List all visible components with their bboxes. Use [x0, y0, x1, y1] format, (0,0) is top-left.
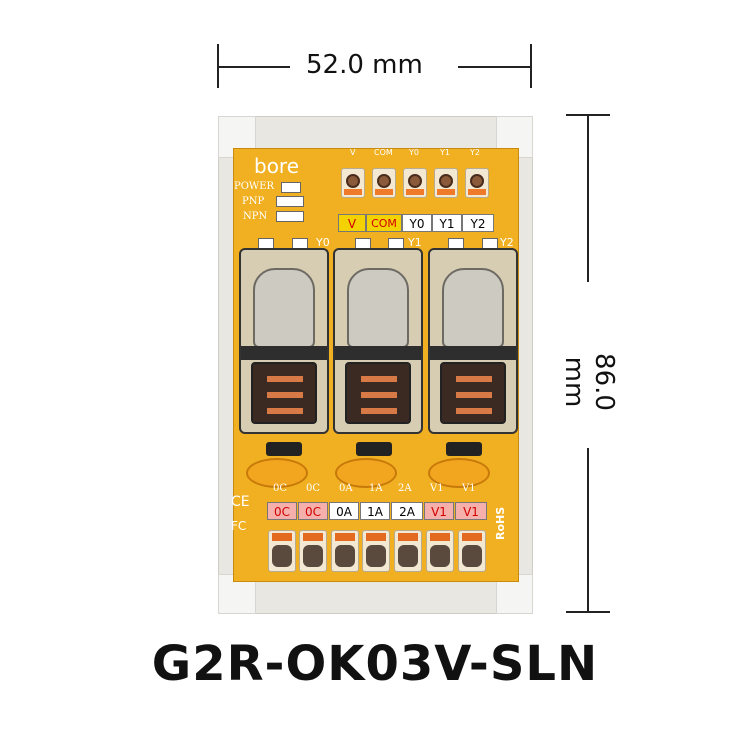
bottom-silk-2a: 2A — [398, 483, 412, 494]
relay-y1 — [333, 248, 423, 434]
release-lever[interactable] — [272, 533, 292, 541]
status-label-npn: NPN — [243, 211, 268, 222]
release-lever[interactable] — [430, 533, 450, 541]
wire-entry — [366, 545, 386, 567]
rohs-mark: RoHS — [494, 506, 507, 540]
relay-contacts — [251, 362, 317, 424]
release-lever[interactable] — [375, 189, 393, 195]
pnp-jumper — [276, 196, 304, 207]
model-name: G2R-OK03V-SLN — [151, 636, 599, 692]
bottom-terminal-label-0c-2: 0C — [298, 502, 328, 520]
npn-jumper — [276, 211, 304, 222]
bottom-silk-1a: 1A — [369, 483, 383, 494]
bottom-terminal-0c[interactable] — [268, 530, 296, 572]
bottom-terminal-0a[interactable] — [331, 530, 359, 572]
top-terminal-com[interactable] — [372, 168, 396, 198]
bottom-terminal-label-v1: V1 — [424, 502, 454, 520]
release-lever[interactable] — [335, 533, 355, 541]
diode-y1 — [356, 442, 392, 456]
varistor-y0 — [246, 458, 308, 488]
relay-divider — [241, 346, 327, 360]
top-silk-v: V — [350, 148, 356, 157]
status-label-power: POWER — [234, 181, 275, 192]
bottom-terminal-0c-2[interactable] — [299, 530, 327, 572]
bottom-terminal-2a[interactable] — [394, 530, 422, 572]
fc-mark: FC — [231, 519, 247, 533]
top-terminal-label-y2: Y2 — [462, 214, 494, 232]
top-silk-com: COM — [374, 148, 393, 157]
screw-icon — [439, 174, 453, 188]
top-terminal-label-com: COM — [366, 214, 402, 232]
top-terminal-label-y1: Y1 — [432, 214, 462, 232]
relay-contacts — [345, 362, 411, 424]
screw-icon — [346, 174, 360, 188]
varistor-y2 — [428, 458, 490, 488]
relay-y2 — [428, 248, 518, 434]
wire-entry — [272, 545, 292, 567]
relay-coil — [347, 268, 409, 348]
release-lever[interactable] — [462, 533, 482, 541]
relay-label-y0: Y0 — [316, 236, 330, 249]
relay-coil — [253, 268, 315, 348]
bottom-silk-v1-2: V1 — [462, 483, 476, 494]
diode-y0 — [266, 442, 302, 456]
bottom-terminal-v1[interactable] — [426, 530, 454, 572]
diode-y2 — [446, 442, 482, 456]
top-silk-y0: Y0 — [409, 148, 419, 157]
wire-entry — [335, 545, 355, 567]
varistor-y1 — [335, 458, 397, 488]
relay-y0 — [239, 248, 329, 434]
bottom-silk-0a: 0A — [339, 483, 353, 494]
top-silk-y1: Y1 — [440, 148, 450, 157]
top-terminal-y0[interactable] — [403, 168, 427, 198]
wire-entry — [303, 545, 323, 567]
relay-label-y2: Y2 — [500, 236, 514, 249]
wire-entry — [462, 545, 482, 567]
release-lever[interactable] — [406, 189, 424, 195]
bottom-terminal-label-1a: 1A — [360, 502, 390, 520]
bottom-terminal-label-2a: 2A — [391, 502, 423, 520]
relay-coil — [442, 268, 504, 348]
wire-entry — [430, 545, 450, 567]
release-lever[interactable] — [303, 533, 323, 541]
power-led — [281, 182, 301, 193]
width-dimension-label: 52.0 mm — [306, 50, 423, 80]
bottom-silk-0c: 0C — [273, 483, 288, 494]
height-dimension-label: 86.0 mm — [559, 353, 619, 411]
bottom-terminal-label-v1-2: V1 — [455, 502, 487, 520]
status-label-pnp: PNP — [242, 196, 265, 207]
bottom-silk-0c-2: 0C — [306, 483, 321, 494]
brand-logo: bore — [254, 154, 300, 178]
release-lever[interactable] — [437, 189, 455, 195]
bottom-silk-v1: V1 — [430, 483, 444, 494]
bottom-terminal-label-0c: 0C — [267, 502, 297, 520]
screw-icon — [408, 174, 422, 188]
screw-icon — [470, 174, 484, 188]
bottom-terminal-1a[interactable] — [362, 530, 390, 572]
screw-icon — [377, 174, 391, 188]
bottom-terminal-label-0a: 0A — [329, 502, 359, 520]
top-silk-y2: Y2 — [470, 148, 480, 157]
release-lever[interactable] — [366, 533, 386, 541]
relay-divider — [335, 346, 421, 360]
ce-mark: CE — [231, 494, 250, 510]
top-terminal-label-v: V — [338, 214, 366, 232]
top-terminal-y2[interactable] — [465, 168, 489, 198]
relay-contacts — [440, 362, 506, 424]
wire-entry — [398, 545, 418, 567]
release-lever[interactable] — [344, 189, 362, 195]
relay-label-y1: Y1 — [408, 236, 422, 249]
relay-divider — [430, 346, 516, 360]
top-terminal-v[interactable] — [341, 168, 365, 198]
bottom-terminal-v1-2[interactable] — [458, 530, 486, 572]
top-terminal-label-y0: Y0 — [402, 214, 432, 232]
top-terminal-y1[interactable] — [434, 168, 458, 198]
release-lever[interactable] — [468, 189, 486, 195]
release-lever[interactable] — [398, 533, 418, 541]
